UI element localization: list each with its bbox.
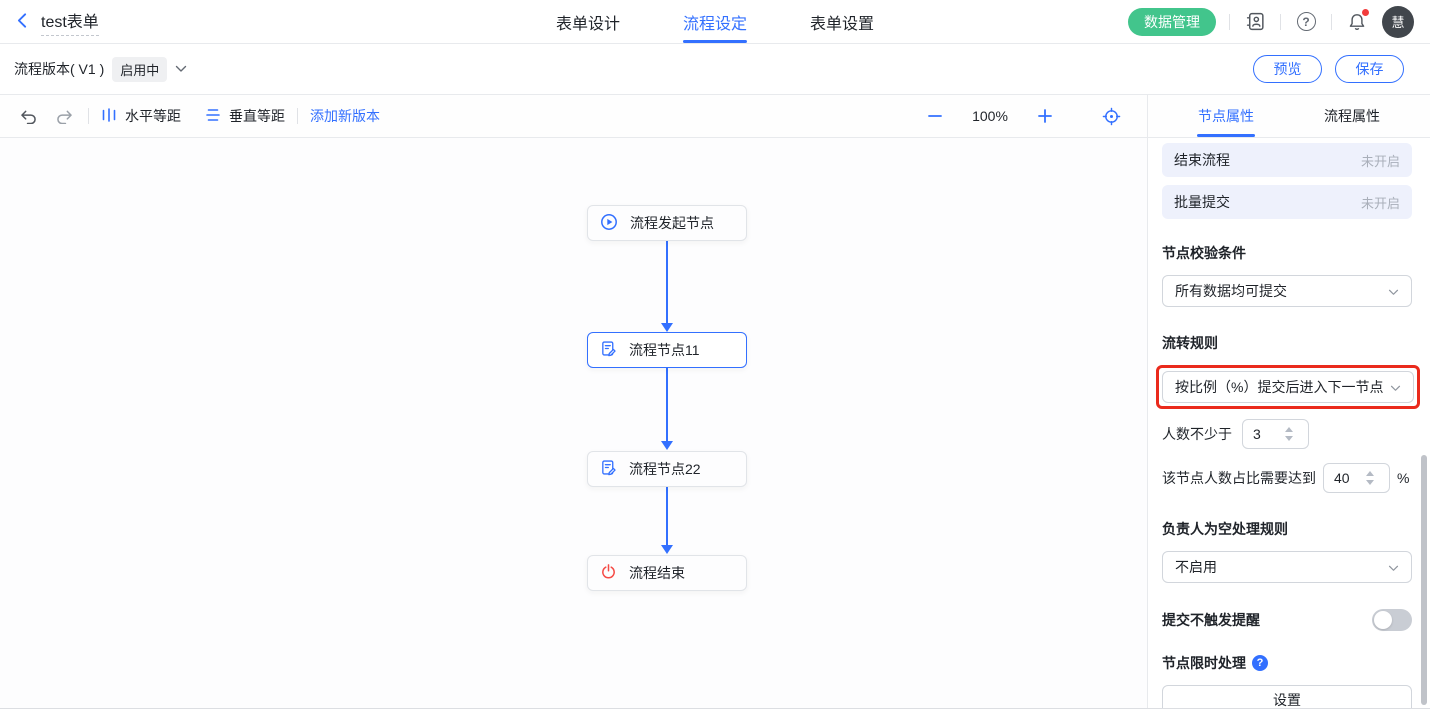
v-distribute-icon xyxy=(205,107,221,126)
flow-node-end[interactable]: 流程结束 xyxy=(587,555,747,591)
contacts-icon[interactable] xyxy=(1243,10,1267,34)
header-actions: 数据管理 ? 慧 xyxy=(1128,5,1414,38)
divider xyxy=(88,108,89,124)
no-remind-row: 提交不触发提醒 xyxy=(1162,609,1412,631)
ratio-row: 该节点人数占比需要达到 % xyxy=(1162,463,1412,493)
no-remind-toggle[interactable] xyxy=(1372,609,1412,631)
zoom-in-icon[interactable] xyxy=(1033,104,1057,128)
spin-up-icon[interactable] xyxy=(1366,471,1374,476)
batch-submit-row[interactable]: 批量提交 未开启 xyxy=(1162,185,1412,219)
data-manage-button[interactable]: 数据管理 xyxy=(1128,7,1216,36)
validation-label: 节点校验条件 xyxy=(1162,245,1246,261)
end-flow-status: 未开启 xyxy=(1360,153,1400,169)
canvas-toolbar: 水平等距 垂直等距 添加新版本 100% xyxy=(0,95,1147,138)
chevron-down-icon xyxy=(1388,283,1399,299)
redo-icon[interactable] xyxy=(52,104,76,128)
divider xyxy=(1280,13,1281,30)
min-people-field[interactable] xyxy=(1243,426,1281,442)
page-title[interactable]: test表单 xyxy=(41,8,99,36)
panel-scrollbar[interactable] xyxy=(1421,455,1427,705)
preview-button[interactable]: 预览 xyxy=(1253,55,1322,83)
ratio-field[interactable] xyxy=(1324,470,1362,486)
bell-icon[interactable] xyxy=(1345,8,1369,34)
zoom-out-icon[interactable] xyxy=(923,104,947,128)
divider xyxy=(1229,13,1230,30)
flow-node-start[interactable]: 流程发起节点 xyxy=(587,205,747,241)
locate-icon[interactable] xyxy=(1099,104,1123,128)
divider xyxy=(297,108,298,124)
node-label: 流程结束 xyxy=(629,565,685,581)
toggle-knob xyxy=(1374,611,1392,629)
main-tabs: 表单设计 流程设定 表单设置 xyxy=(556,0,874,43)
spin-up-icon[interactable] xyxy=(1285,427,1293,432)
flow-rule-select[interactable]: 按比例（%）提交后进入下一节点 xyxy=(1162,371,1414,403)
chevron-down-icon xyxy=(1390,379,1401,395)
version-bar: 流程版本( V1 ) 启用中 预览 保存 xyxy=(0,44,1430,95)
h-distribute-icon xyxy=(101,107,117,126)
tab-flow-properties[interactable]: 流程属性 xyxy=(1324,108,1380,124)
min-people-label: 人数不少于 xyxy=(1162,426,1232,442)
tab-form-setting[interactable]: 表单设置 xyxy=(810,15,875,33)
top-header: test表单 表单设计 流程设定 表单设置 数据管理 ? xyxy=(0,0,1430,44)
back-button[interactable] xyxy=(14,12,31,32)
tab-flow-setting[interactable]: 流程设定 xyxy=(682,0,748,43)
vertical-distribute-button[interactable]: 垂直等距 xyxy=(205,106,285,126)
ratio-input[interactable] xyxy=(1323,463,1390,493)
panel-body: 结束流程 未开启 批量提交 未开启 节点校验条件 所有数据均可提交 流转规则 按… xyxy=(1148,138,1430,709)
node-label: 流程节点22 xyxy=(629,461,701,477)
node-label: 流程发起节点 xyxy=(630,215,714,231)
chevron-down-icon xyxy=(1388,559,1399,575)
doc-edit-icon xyxy=(600,459,617,479)
flow-node-22[interactable]: 流程节点22 xyxy=(587,451,747,487)
ratio-label: 该节点人数占比需要达到 xyxy=(1162,470,1316,486)
end-flow-row[interactable]: 结束流程 未开启 xyxy=(1162,143,1412,177)
notification-dot xyxy=(1362,8,1369,16)
tab-form-design[interactable]: 表单设计 xyxy=(555,15,620,33)
node-label: 流程节点11 xyxy=(629,342,700,358)
flow-edges xyxy=(661,241,673,554)
panel-tabs: 节点属性 流程属性 xyxy=(1148,95,1430,138)
save-button[interactable]: 保存 xyxy=(1335,55,1404,83)
empty-owner-select[interactable]: 不启用 xyxy=(1162,551,1412,583)
status-badge: 启用中 xyxy=(112,56,168,82)
add-version-link[interactable]: 添加新版本 xyxy=(310,108,380,124)
play-circle-icon xyxy=(600,213,618,234)
no-remind-label: 提交不触发提醒 xyxy=(1162,612,1260,628)
back-icon xyxy=(14,12,31,32)
red-highlight-annotation: 按比例（%）提交后进入下一节点 xyxy=(1156,365,1420,409)
version-chevron-down-icon[interactable] xyxy=(175,65,187,73)
flow-node-11[interactable]: 流程节点11 xyxy=(587,332,747,368)
min-people-input[interactable] xyxy=(1242,419,1309,449)
tab-node-properties[interactable]: 节点属性 xyxy=(1197,95,1255,137)
power-icon xyxy=(600,563,617,583)
empty-owner-label: 负责人为空处理规则 xyxy=(1162,521,1288,537)
time-limit-label: 节点限时处理 ? xyxy=(1162,653,1412,673)
help-icon[interactable]: ? xyxy=(1294,10,1318,34)
doc-edit-icon xyxy=(600,340,617,360)
spin-down-icon[interactable] xyxy=(1366,480,1374,485)
zoom-level: 100% xyxy=(972,108,1008,124)
flow-rule-label: 流转规则 xyxy=(1162,335,1218,351)
batch-submit-status: 未开启 xyxy=(1360,195,1400,211)
validation-select[interactable]: 所有数据均可提交 xyxy=(1162,275,1412,307)
settings-button[interactable]: 设置 xyxy=(1162,685,1412,709)
question-filled-icon[interactable]: ? xyxy=(1252,655,1268,671)
flow-canvas[interactable]: 流程发起节点 流程节点11 xyxy=(0,138,1147,709)
properties-panel: 节点属性 流程属性 结束流程 未开启 批量提交 未开启 节点校验条件 所有数据均… xyxy=(1148,95,1430,709)
percent-unit: % xyxy=(1397,470,1410,486)
version-label: 流程版本( V1 ) xyxy=(14,61,105,77)
divider xyxy=(1331,13,1332,30)
min-people-row: 人数不少于 xyxy=(1162,419,1412,449)
spin-down-icon[interactable] xyxy=(1285,436,1293,441)
undo-icon[interactable] xyxy=(16,104,40,128)
horizontal-distribute-button[interactable]: 水平等距 xyxy=(101,106,181,126)
avatar[interactable]: 慧 xyxy=(1382,5,1414,38)
